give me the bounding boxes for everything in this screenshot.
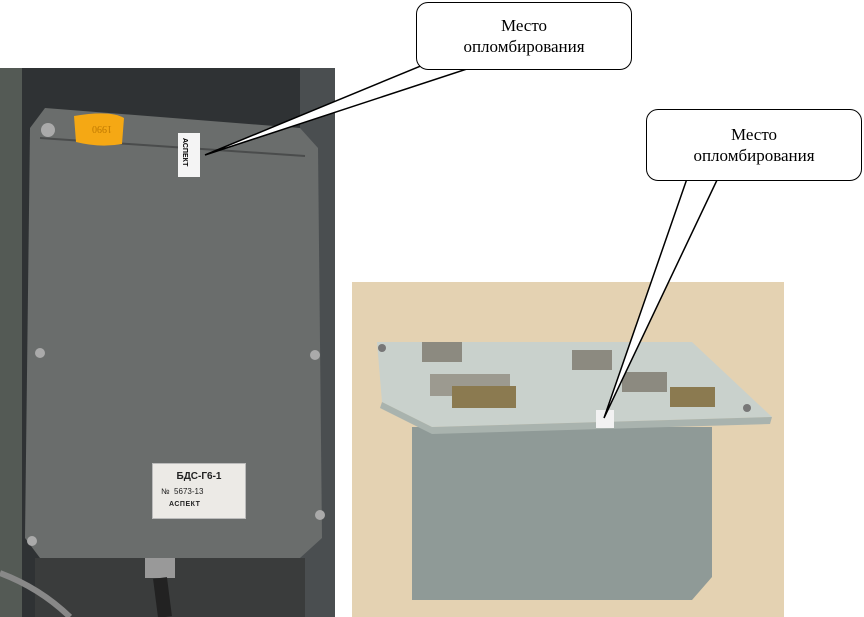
callout-2-line1: Место (730, 125, 778, 144)
detector-unit-drawing: 1990 АСПЕКТ (0, 68, 335, 617)
tag-text: 1990 (92, 123, 112, 134)
serial-label: № (161, 487, 170, 496)
bracket-drawing (352, 282, 784, 617)
callout-1-line1: Место (500, 16, 548, 35)
nameplate-brand: АСПЕКТ (169, 501, 201, 508)
serial-value: 5673-13 (174, 487, 204, 496)
photo-mounting-bracket (352, 282, 784, 617)
callout-2-line2: опломбирования (693, 146, 815, 165)
callout-seal-location-2: Место опломбирования (646, 109, 862, 181)
callout-1-pointer (204, 57, 473, 156)
nameplate-serial: № 5673-13 (161, 487, 245, 496)
callout-1-line2: опломбирования (463, 37, 585, 56)
photo-detector-unit: 1990 АСПЕКТ БДС-Г6-1 № 5673-13 АСПЕКТ (0, 68, 335, 617)
nameplate: БДС-Г6-1 № 5673-13 АСПЕКТ (152, 463, 246, 519)
svg-text:АСПЕКТ: АСПЕКТ (181, 138, 188, 167)
callout-2-pointer (603, 169, 720, 419)
nameplate-model: БДС-Г6-1 (176, 471, 222, 482)
callout-seal-location-1: Место опломбирования (416, 2, 632, 70)
